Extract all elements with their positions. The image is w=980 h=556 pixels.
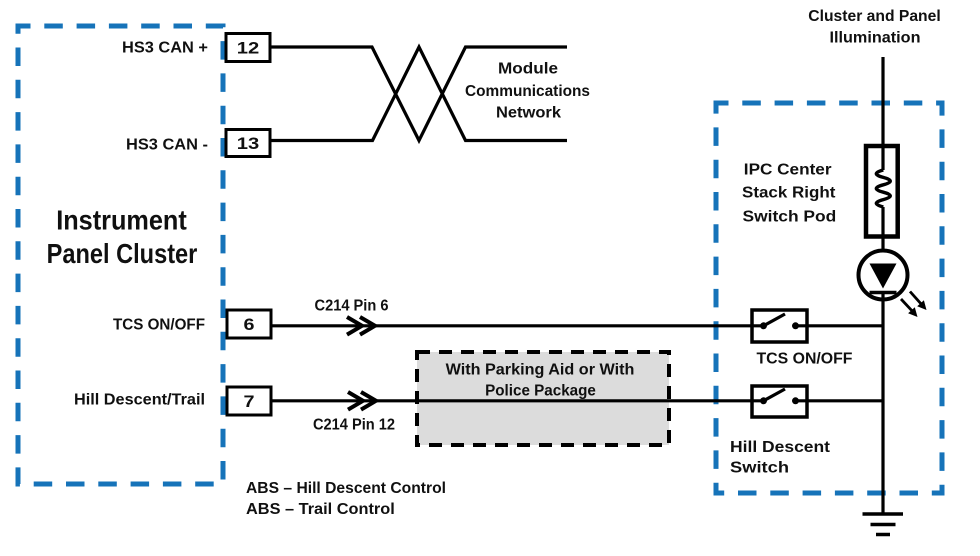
svg-text:Switch Pod: Switch Pod xyxy=(743,209,837,226)
svg-text:ABS – Trail Control: ABS – Trail Control xyxy=(246,501,395,518)
svg-text:Panel Cluster: Panel Cluster xyxy=(47,238,198,269)
svg-text:With Parking Aid or With: With Parking Aid or With xyxy=(446,362,635,379)
svg-text:Network: Network xyxy=(496,105,561,122)
svg-text:12: 12 xyxy=(237,40,260,58)
svg-text:Communications: Communications xyxy=(465,83,590,100)
svg-text:HS3 CAN -: HS3 CAN - xyxy=(126,137,208,154)
svg-text:Cluster and Panel: Cluster and Panel xyxy=(808,8,940,25)
svg-text:Instrument: Instrument xyxy=(56,205,187,236)
svg-text:IPC Center: IPC Center xyxy=(744,162,832,179)
svg-text:Hill Descent: Hill Descent xyxy=(730,439,831,456)
svg-text:Module: Module xyxy=(498,61,558,78)
svg-text:7: 7 xyxy=(244,393,255,411)
svg-text:13: 13 xyxy=(237,135,260,153)
svg-text:Hill Descent/Trail: Hill Descent/Trail xyxy=(74,392,205,409)
svg-text:TCS ON/OFF: TCS ON/OFF xyxy=(757,351,853,368)
svg-text:TCS ON/OFF: TCS ON/OFF xyxy=(113,317,205,334)
svg-text:HS3 CAN +: HS3 CAN + xyxy=(122,40,208,57)
svg-text:ABS – Hill Descent Control: ABS – Hill Descent Control xyxy=(246,480,446,497)
svg-text:Illumination: Illumination xyxy=(830,30,921,47)
svg-text:Stack Right: Stack Right xyxy=(742,185,836,202)
svg-text:C214 Pin 6: C214 Pin 6 xyxy=(315,298,389,315)
svg-text:Police Package: Police Package xyxy=(485,383,596,400)
svg-text:Switch: Switch xyxy=(730,460,789,477)
svg-text:6: 6 xyxy=(244,316,255,334)
svg-text:C214 Pin 12: C214 Pin 12 xyxy=(313,417,395,434)
